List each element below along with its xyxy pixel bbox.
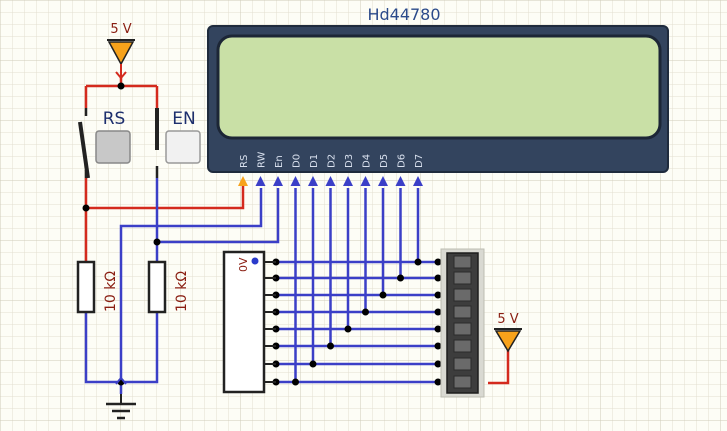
lcd-pin-label: RS [239,155,250,168]
lcd-pin-arrow [273,176,283,186]
lcd-title: Hd44780 [367,5,440,24]
dip-switch-key[interactable] [453,339,472,353]
chip-left[interactable]: 0V [222,250,276,394]
dip-switch-key[interactable] [453,255,472,269]
switch-en-button [165,130,201,164]
dip-switch-key[interactable] [453,357,472,371]
chip-pin-label: 0V [237,257,250,272]
lcd-pin-arrows [238,176,423,186]
chip-pin-indicator [251,257,259,265]
voltage-source-top-label: 5 V [110,22,131,37]
dip-switch-key[interactable] [453,271,472,285]
lcd-pin-label: D7 [414,154,425,168]
switch-en-label: EN [172,109,195,129]
lcd-pin-arrow [238,176,248,186]
resistor-left[interactable]: 10 kΩ [76,260,119,314]
lcd-pin-label: D5 [379,154,390,168]
dip-switch-key[interactable] [453,288,472,302]
lcd-pin-label: En [274,155,285,168]
lcd-pin-arrow [290,176,301,186]
ground-symbol[interactable] [106,376,136,420]
lcd-pin-arrow [308,176,318,186]
lcd-pin-arrow [413,176,423,186]
voltage-source-top[interactable]: 5 V [107,22,135,80]
lcd-pin-arrow [325,176,336,186]
voltage-source-right-label: 5 V [497,312,518,327]
lcd-pin-label: RW [257,151,268,168]
lcd-pin-label: D3 [344,154,355,168]
lcd-pin-arrow [395,176,406,186]
lcd-pin-label: D6 [397,154,408,168]
voltage-source-right[interactable]: 5 V [494,312,522,353]
lcd-pin-label: D0 [292,154,303,168]
dip-switch-key[interactable] [453,322,472,336]
voltage-source-icon [107,41,135,66]
lcd-hd44780[interactable]: Hd44780 RS RW En D0 D1 D2 D3 D4 D5 D6 D7 [207,5,669,173]
switch-en[interactable]: EN [155,108,201,178]
voltage-source-icon [494,330,522,353]
resistor-right-label: 10 kΩ [174,271,190,312]
lcd-pin-arrow [378,176,388,186]
lcd-pin-arrow [343,176,353,186]
lcd-pin-arrow [255,176,266,186]
resistor-right[interactable]: 10 kΩ [147,260,190,314]
lcd-pin-label: D2 [327,154,338,168]
resistor-left-label: 10 kΩ [103,271,119,312]
dip-switch-bank[interactable] [440,248,485,398]
lcd-pin-labels: RS RW En D0 D1 D2 D3 D4 D5 D6 D7 [239,151,425,168]
lcd-pin-label: D4 [362,154,373,168]
switch-rs-label: RS [103,109,126,129]
junction-dots [82,82,442,386]
dip-switch-key[interactable] [453,305,472,319]
switch-rs[interactable]: RS [78,108,131,179]
dip-switch-key[interactable] [453,375,472,389]
lcd-pin-label: D1 [309,154,320,168]
lcd-pin-arrow [360,176,371,186]
switch-rs-button [95,130,131,164]
lcd-screen [216,34,662,140]
red-wires [84,76,510,385]
